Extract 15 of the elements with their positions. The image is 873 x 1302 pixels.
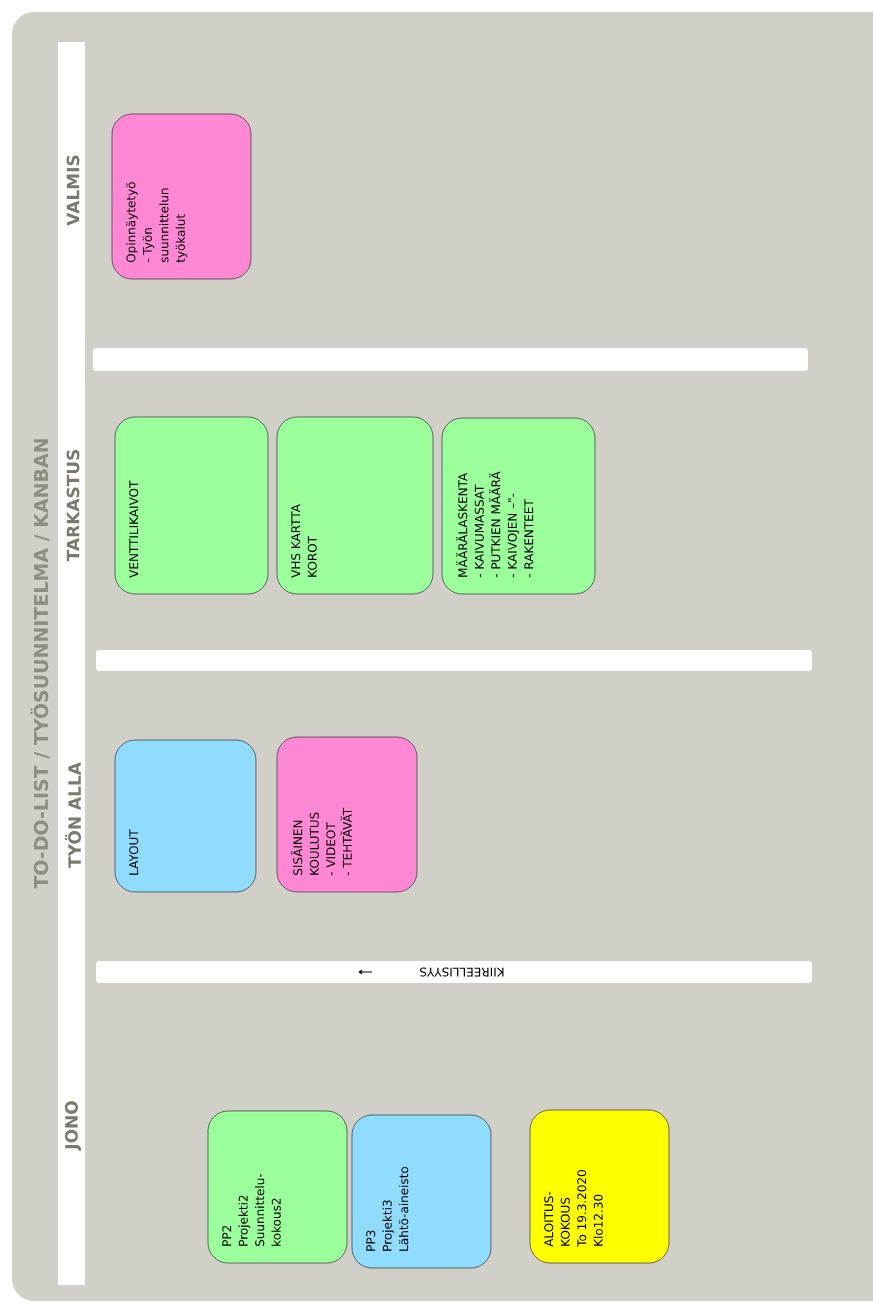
column-header: VALMIS — [66, 155, 80, 226]
task-card: LAYOUT — [114, 739, 257, 893]
task-card: SISÄINEN KOULUTUS - VIDEOT - TEHTÄVÄT — [276, 736, 418, 893]
task-card: Opinnäytetyö - Työn suunnittelun työkalut — [111, 113, 252, 280]
task-card: ALOITUS-KOKOUS To 19.3.2020 Klo12.30 — [529, 1109, 670, 1264]
column-header: JONO — [65, 1101, 81, 1151]
column-header: TARKASTUS — [66, 449, 80, 562]
task-card: VENTTILIKAIVOT — [114, 416, 269, 595]
task-card: MÄÄRÄLASKENTA - KAIVUMASSAT - PUTKIEN MÄÄRÄ - KAIVOJEN –"- - RAKENTEET — [441, 417, 596, 595]
task-card: VHS KARTTA KOROT — [276, 416, 434, 595]
column-header: TYÖN ALLA — [65, 762, 81, 868]
board-title: TO-DO-LIST / TYÖSUUNNITELMA / KANBAN — [30, 439, 50, 889]
task-card: PP3 Projekti3 Lähtö-aineisto — [351, 1114, 492, 1269]
task-card: PP2 Projekti2 Suunnittelu-kokous2 — [207, 1110, 348, 1264]
axis-label: KIIREELLISYYS — [420, 967, 504, 977]
